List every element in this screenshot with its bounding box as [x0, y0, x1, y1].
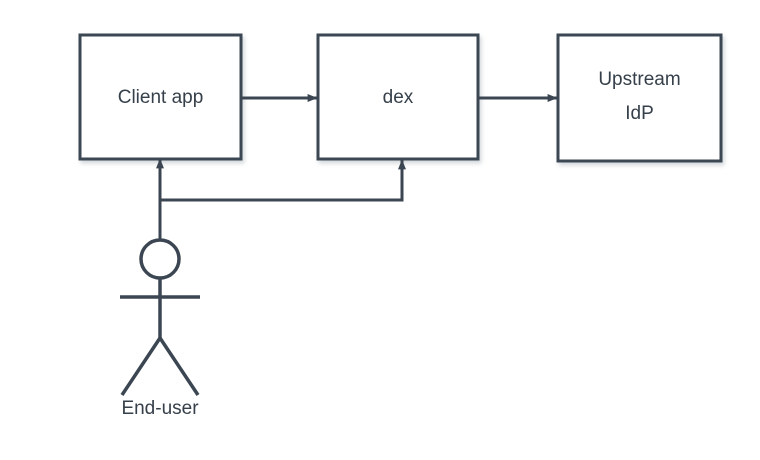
node-dex[interactable]: dex — [316, 33, 480, 161]
node-upstream-idp[interactable]: Upstream IdP — [556, 33, 723, 163]
dex-box[interactable] — [316, 33, 480, 161]
end-user-head-icon — [139, 238, 181, 280]
actor-end-user[interactable]: End-user — [120, 238, 200, 419]
upstream-idp-label-line1: Upstream — [598, 69, 680, 90]
end-user-left-leg-icon — [120, 337, 162, 396]
client-app-box[interactable] — [78, 33, 243, 161]
upstream-idp-label-line2: IdP — [625, 103, 654, 124]
dex-label: dex — [383, 87, 414, 108]
arrow-end-user-to-dex[interactable] — [160, 159, 406, 202]
upstream-idp-box[interactable] — [556, 33, 723, 163]
node-client-app[interactable]: Client app — [78, 33, 243, 161]
edge-end-user-to-dex[interactable] — [160, 159, 406, 202]
end-user-right-leg-icon — [158, 337, 200, 396]
client-app-label: Client app — [118, 87, 204, 108]
end-user-label: End-user — [121, 398, 199, 419]
